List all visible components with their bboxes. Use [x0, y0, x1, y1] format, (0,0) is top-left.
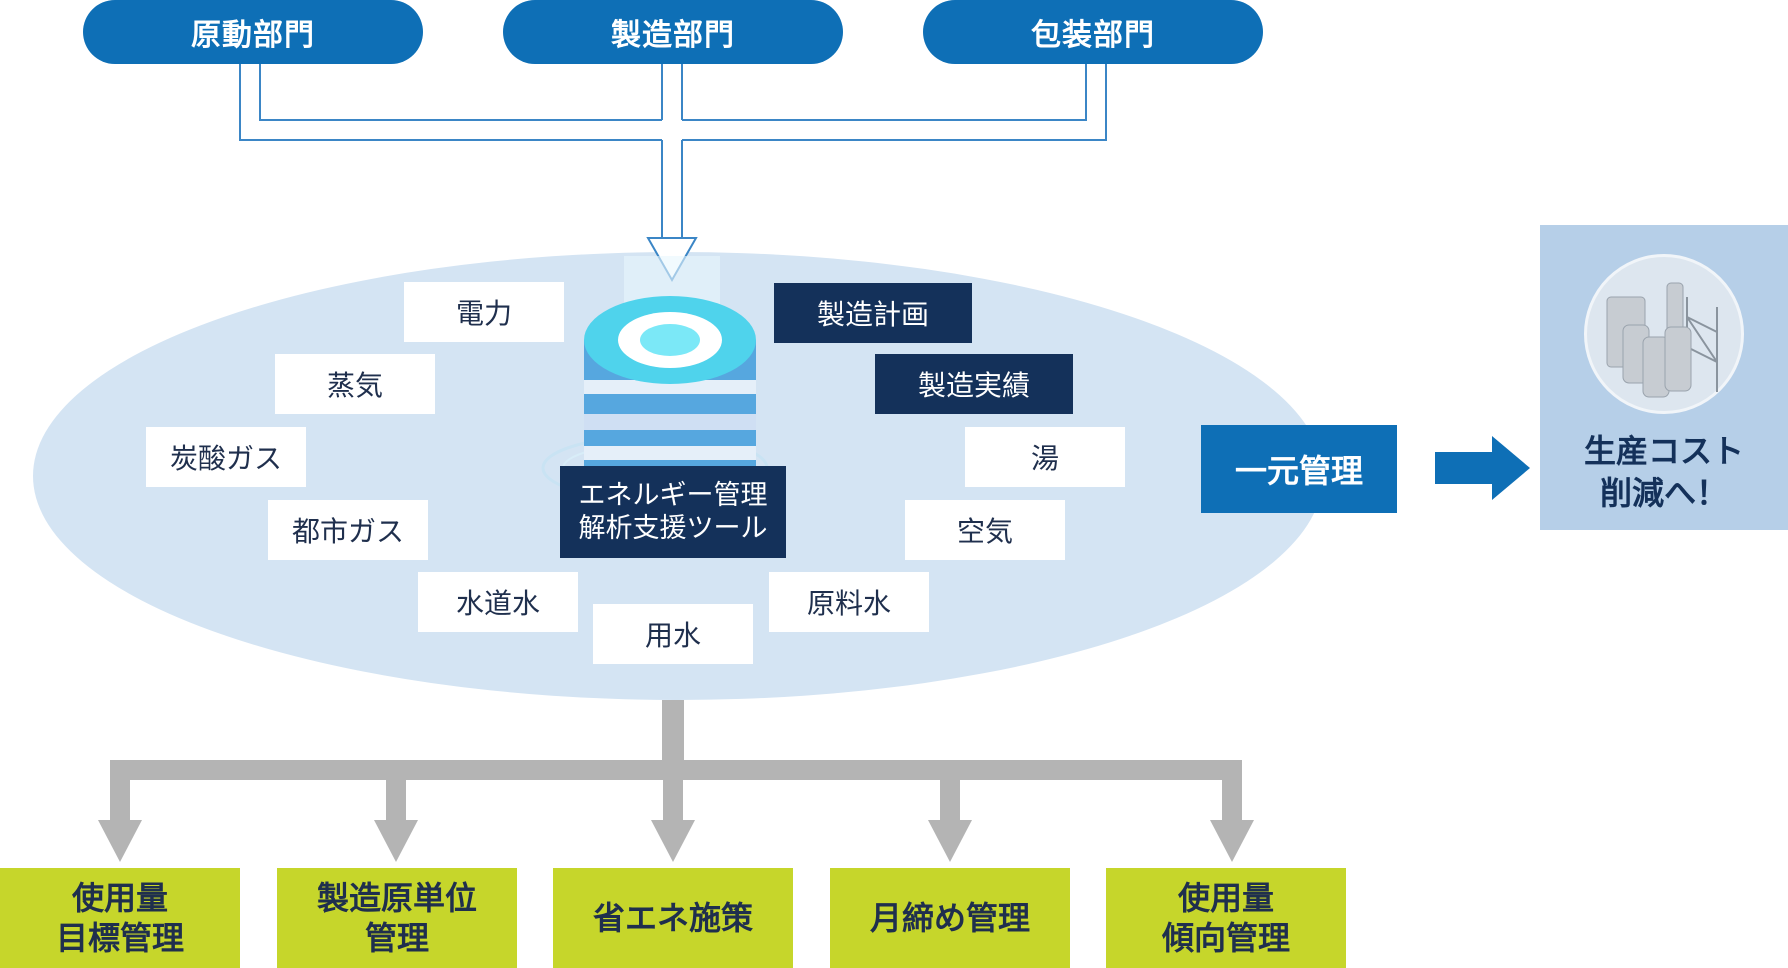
arrow-to-output-1 — [98, 820, 142, 862]
cost-text: 生産コスト 削減へ！ — [1540, 430, 1788, 514]
arrow-to-output-5 — [1210, 820, 1254, 862]
arrow-to-output-3 — [651, 820, 695, 862]
output-4-line1: 月締め管理 — [869, 899, 1030, 937]
output-usage-target: 使用量 目標管理 — [0, 868, 240, 968]
connector-dept1 — [239, 64, 662, 141]
dept-genko: 原動部門 — [83, 0, 423, 64]
factory-tanks-icon — [1606, 282, 1718, 398]
connector-dept3-inner — [682, 64, 1087, 121]
output-5-line1: 使用量 — [1177, 879, 1274, 917]
factory-circle — [1584, 254, 1744, 414]
label-utility-water: 用水 — [593, 604, 753, 664]
cost-reduction-panel: 生産コスト 削減へ！ — [1540, 225, 1788, 530]
label-tap-water: 水道水 — [418, 572, 578, 632]
output-2-line2: 管理 — [364, 919, 429, 957]
arrow-to-output-2 — [374, 820, 418, 862]
arrow-to-output-4 — [928, 820, 972, 862]
label-electricity: 電力 — [404, 282, 564, 342]
label-production-results: 製造実績 — [875, 354, 1073, 414]
database-icon — [541, 256, 769, 514]
unified-management-box: 一元管理 — [1201, 425, 1397, 513]
output-1-line2: 目標管理 — [55, 919, 184, 957]
dept-hoso: 包装部門 — [923, 0, 1263, 64]
dept-seizo: 製造部門 — [503, 0, 843, 64]
output-usage-trend: 使用量 傾向管理 — [1106, 868, 1346, 968]
label-co2-gas: 炭酸ガス — [146, 427, 306, 487]
label-air: 空気 — [905, 500, 1065, 560]
label-raw-water: 原料水 — [769, 572, 929, 632]
output-1-line1: 使用量 — [71, 879, 168, 917]
label-steam: 蒸気 — [275, 354, 435, 414]
connector-dept1-inner — [259, 64, 662, 121]
label-city-gas: 都市ガス — [268, 500, 428, 560]
output-energy-saving: 省エネ施策 — [553, 868, 793, 968]
right-arrow-to-cost — [1435, 436, 1530, 500]
tool-label: エネルギー管理 解析支援ツール — [560, 466, 786, 558]
cost-text-line1: 生産コスト — [1583, 432, 1744, 470]
label-production-plan: 製造計画 — [774, 283, 972, 343]
output-5-line2: 傾向管理 — [1161, 919, 1290, 957]
output-3-line1: 省エネ施策 — [592, 899, 753, 937]
output-unit-management: 製造原単位 管理 — [277, 868, 517, 968]
connector-dept3 — [682, 64, 1107, 141]
tool-label-line2: 解析支援ツール — [578, 513, 768, 544]
output-monthly-close: 月締め管理 — [830, 868, 1070, 968]
output-2-line1: 製造原単位 — [316, 879, 477, 917]
label-hot-water: 湯 — [965, 427, 1125, 487]
tool-label-line1: エネルギー管理 — [578, 480, 768, 511]
cost-text-line2: 削減へ！ — [1599, 474, 1728, 512]
